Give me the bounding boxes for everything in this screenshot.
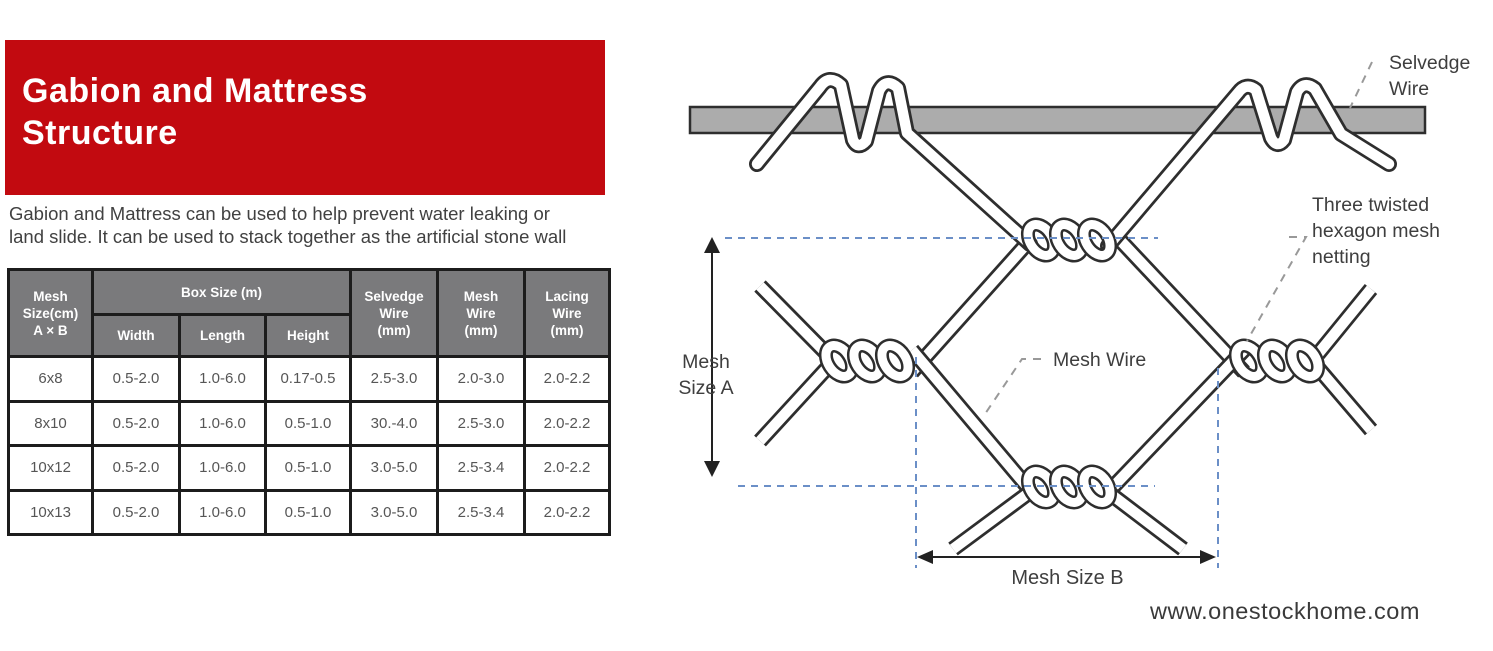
- selvedge-lacing-spirals: [749, 72, 1397, 254]
- cell: 2.5-3.4: [436, 488, 526, 536]
- cell: 0.5-1.0: [264, 444, 352, 492]
- cell: 2.5-3.0: [349, 355, 439, 403]
- mesh-wire-leader-line: [982, 358, 1041, 418]
- leader-lines: [982, 61, 1373, 418]
- table-row: 6x8 0.5-2.0 1.0-6.0 0.17-0.5 2.5-3.0 2.0…: [7, 355, 611, 403]
- col-header-box-size: Box Size (m): [91, 268, 352, 316]
- table-row: 10x12 0.5-2.0 1.0-6.0 0.5-1.0 3.0-5.0 2.…: [7, 444, 611, 492]
- col-header-length: Length: [178, 313, 267, 358]
- cell: 1.0-6.0: [178, 488, 267, 536]
- cell: 2.5-3.0: [436, 399, 526, 447]
- cell: 10x12: [7, 444, 94, 492]
- page-title: Gabion and Mattress Structure: [22, 72, 368, 152]
- website-url: www.onestockhome.com: [1150, 598, 1420, 624]
- top-twist: [1020, 217, 1118, 263]
- selvedge-leader-line: [1349, 61, 1373, 109]
- cell: 2.0-2.2: [523, 444, 611, 492]
- col-header-lacing-wire: Lacing Wire (mm): [523, 268, 611, 358]
- selvedge-bar: [688, 105, 1427, 135]
- col-header-mesh-size: Mesh Size(cm) A × B: [7, 268, 94, 358]
- cell: 0.5-1.0: [264, 399, 352, 447]
- cell: 30.-4.0: [349, 399, 439, 447]
- mesh-size-b-arrow: [917, 550, 1216, 564]
- cell: 0.5-2.0: [91, 399, 181, 447]
- cell: 2.0-2.2: [523, 399, 611, 447]
- selvedge-wire-label: Selvedge Wire: [1389, 52, 1471, 100]
- cell: 0.5-1.0: [264, 488, 352, 536]
- col-header-selvedge-wire: Selvedge Wire (mm): [349, 268, 439, 358]
- cell: 0.5-2.0: [91, 444, 181, 492]
- cell: 1.0-6.0: [178, 399, 267, 447]
- cell: 2.5-3.4: [436, 444, 526, 492]
- cell: 2.0-2.2: [523, 355, 611, 403]
- cell: 0.5-2.0: [91, 488, 181, 536]
- mesh-size-b-label: Mesh Size B: [1011, 567, 1124, 589]
- col-header-height: Height: [264, 313, 352, 358]
- cell: 0.17-0.5: [264, 355, 352, 403]
- table-row: 8x10 0.5-2.0 1.0-6.0 0.5-1.0 30.-4.0 2.5…: [7, 399, 611, 447]
- left-twist: [818, 338, 916, 384]
- mesh-size-a-arrow: [704, 237, 720, 477]
- mesh-wire-diagonals: [905, 232, 1250, 496]
- mesh-size-a-label: Mesh Size A: [678, 351, 734, 399]
- three-twisted-label: Three twisted hexagon mesh netting: [1312, 194, 1440, 268]
- three-twisted-leader-line: [1246, 236, 1308, 342]
- cell: 3.0-5.0: [349, 444, 439, 492]
- col-header-mesh-wire: Mesh Wire (mm): [436, 268, 526, 358]
- mesh-edge-wings: [754, 280, 1378, 556]
- mesh-wire-label: Mesh Wire: [1053, 349, 1147, 371]
- cell: 2.0-2.2: [523, 488, 611, 536]
- bottom-twist: [1020, 464, 1118, 510]
- description-text: Gabion and Mattress can be used to help …: [9, 203, 567, 247]
- cell: 1.0-6.0: [178, 355, 267, 403]
- table-row: 10x13 0.5-2.0 1.0-6.0 0.5-1.0 3.0-5.0 2.…: [7, 488, 611, 536]
- cell: 0.5-2.0: [91, 355, 181, 403]
- cell: 10x13: [7, 488, 94, 536]
- spec-table: Mesh Size(cm) A × B Box Size (m) Selvedg…: [7, 268, 611, 536]
- cell: 6x8: [7, 355, 94, 403]
- right-twist: [1228, 338, 1326, 384]
- cell: 8x10: [7, 399, 94, 447]
- title-banner: Gabion and Mattress Structure: [5, 40, 605, 195]
- cell: 1.0-6.0: [178, 444, 267, 492]
- cell: 3.0-5.0: [349, 488, 439, 536]
- dimension-guides: [725, 237, 1219, 568]
- col-header-width: Width: [91, 313, 181, 358]
- cell: 2.0-3.0: [436, 355, 526, 403]
